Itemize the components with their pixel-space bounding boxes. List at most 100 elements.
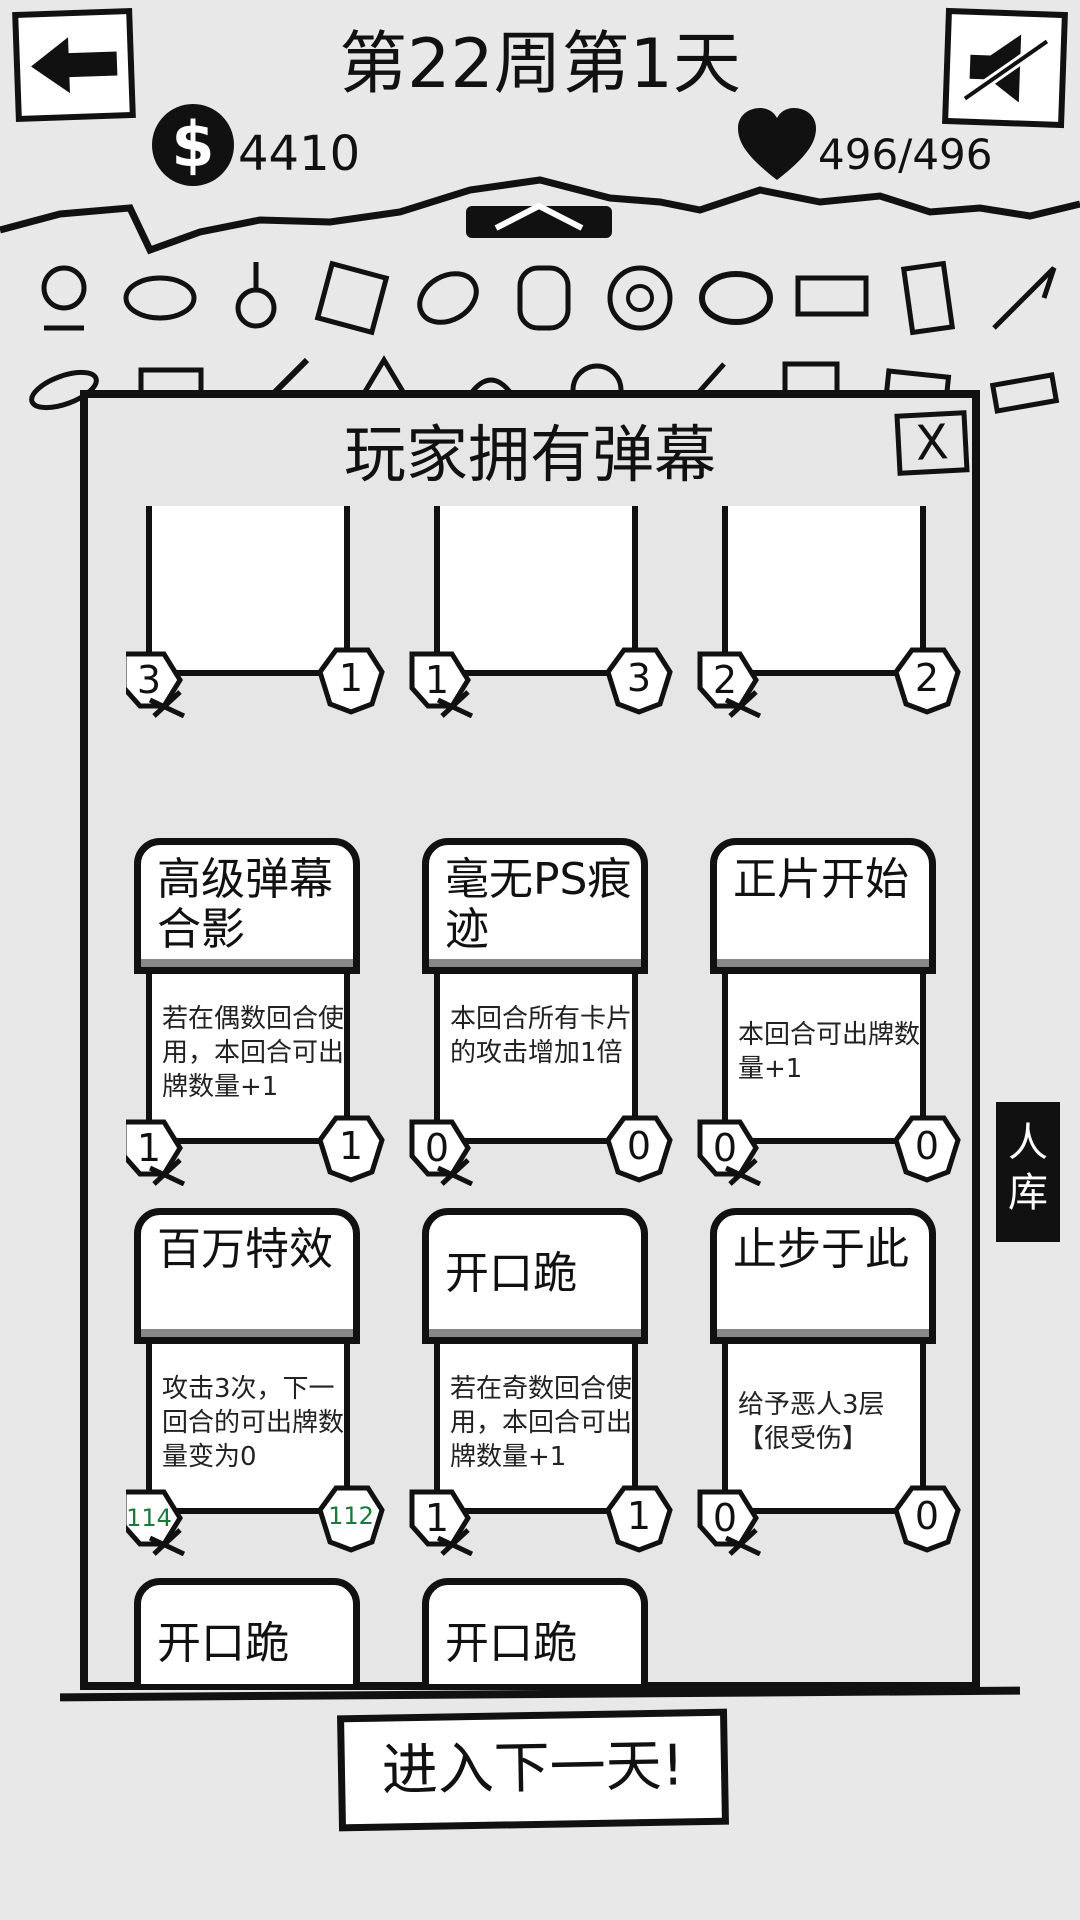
card-name: 开口跪 (157, 1618, 289, 1669)
doodle-row-top (24, 258, 1064, 348)
side-tab-line1: 人 (1008, 1120, 1048, 1166)
doodle-icon (41, 265, 87, 331)
attack-badge: 3 (604, 646, 674, 715)
danmaku-card[interactable]: 开口跪 (126, 1578, 366, 1684)
attack-value: 1 (338, 1124, 364, 1168)
card-name: 开口跪 (445, 1248, 577, 1299)
crossed-swords-icon (697, 1119, 762, 1187)
cost-value: 114 (126, 1504, 172, 1532)
attack-value: 2 (914, 656, 940, 700)
cost-badge: 0 (696, 1116, 766, 1187)
shield-icon (317, 647, 385, 715)
card-body (434, 506, 638, 676)
card-grid[interactable]: 自动变绿31自动变粉13自动变紫22若在偶数回合使用，本回合可出牌数量+1高级弹… (126, 506, 986, 1684)
cost-value: 1 (136, 1126, 162, 1170)
attack-badge: 1 (316, 1114, 386, 1183)
danmaku-card[interactable]: 自动变紫22 (697, 506, 961, 732)
card-header: 开口跪 (422, 1208, 648, 1344)
modal-title: 玩家拥有弹幕 (343, 418, 716, 491)
card-header: 高级弹幕合影 (134, 838, 360, 974)
card-header: 百万特效 (134, 1208, 360, 1344)
attack-value: 3 (626, 656, 652, 700)
card-name: 百万特效 (157, 1224, 333, 1275)
cost-value: 1 (424, 1496, 450, 1540)
card-name: 止步于此 (733, 1224, 909, 1275)
card-body: 给予恶人3层【很受伤】 (722, 1344, 926, 1514)
mute-button[interactable] (942, 7, 1068, 129)
card-name: 高级弹幕合影 (157, 854, 333, 955)
danmaku-card[interactable]: 自动变粉13 (409, 506, 673, 732)
card-header: 正片开始 (710, 838, 936, 974)
danmaku-card[interactable]: 开口跪 (414, 1578, 654, 1684)
doodle-icon (699, 271, 773, 325)
attack-value: 0 (626, 1124, 652, 1168)
card-body: 本回合可出牌数量+1 (722, 974, 926, 1144)
next-day-button[interactable]: 进入下一天! (337, 1708, 729, 1832)
hp-value: 496/496 (818, 130, 993, 179)
attack-badge: 1 (604, 1484, 674, 1553)
crossed-swords-icon (409, 1489, 474, 1557)
attack-badge: 0 (892, 1484, 962, 1553)
cost-badge: 1 (408, 648, 478, 719)
side-tab-line2: 库 (1008, 1170, 1048, 1216)
crossed-swords-icon (697, 1489, 762, 1557)
danmaku-card[interactable]: 自动变绿31 (126, 506, 385, 732)
attack-value: 1 (626, 1494, 652, 1538)
cost-value: 3 (136, 658, 162, 702)
dollar-coin-icon: $ (152, 104, 234, 186)
shield-icon (893, 1115, 961, 1183)
attack-value: 112 (328, 1502, 374, 1530)
danmaku-card[interactable]: 若在奇数回合使用，本回合可出牌数量+1 开口跪 1 1 (409, 1208, 673, 1570)
danmaku-card[interactable]: 本回合所有卡片的攻击增加1倍 毫无PS痕迹 0 0 (409, 838, 673, 1200)
left-arrow-icon (31, 37, 118, 94)
attack-value: 1 (338, 656, 364, 700)
card-header: 开口跪 (134, 1578, 360, 1684)
danmaku-card[interactable]: 若在偶数回合使用，本回合可出牌数量+1 高级弹幕合影 1 1 (126, 838, 385, 1200)
doodle-icon (992, 266, 1057, 330)
danmaku-card[interactable]: 给予恶人3层【很受伤】 止步于此 0 0 (697, 1208, 961, 1570)
card-body: 若在奇数回合使用，本回合可出牌数量+1 (434, 1344, 638, 1514)
cost-value: 0 (424, 1126, 450, 1170)
card-body (722, 506, 926, 676)
cost-badge: 0 (696, 1486, 766, 1557)
cost-value: 0 (712, 1496, 738, 1540)
heart-icon (738, 108, 816, 180)
attack-badge: 0 (604, 1114, 674, 1183)
cost-value: 0 (712, 1126, 738, 1170)
crossed-swords-icon (126, 1489, 186, 1557)
doodle-icon (235, 262, 277, 329)
card-name: 毫无PS痕迹 (445, 854, 632, 955)
card-description: 本回合可出牌数量+1 (738, 1020, 921, 1084)
card-body: 本回合所有卡片的攻击增加1倍 (434, 974, 638, 1144)
card-description: 攻击3次，下一回合的可出牌数量变为0 (162, 1374, 345, 1472)
card-description: 给予恶人3层【很受伤】 (738, 1390, 885, 1454)
danmaku-card[interactable]: 攻击3次，下一回合的可出牌数量变为0 百万特效 114 112 (126, 1208, 385, 1570)
shield-icon (893, 647, 961, 715)
card-name: 正片开始 (733, 854, 909, 905)
cost-value: 1 (424, 658, 450, 702)
card-body: 攻击3次，下一回合的可出牌数量变为0 (146, 1344, 350, 1514)
cost-badge: 2 (696, 648, 766, 719)
side-tab[interactable]: 人 库 (996, 1102, 1060, 1242)
close-button[interactable]: X (894, 410, 970, 476)
attack-value: 0 (914, 1494, 940, 1538)
doodle-icon (900, 260, 956, 336)
card-description: 若在偶数回合使用，本回合可出牌数量+1 (162, 1004, 345, 1102)
crossed-swords-icon (409, 1119, 474, 1187)
money-value: 4410 (238, 126, 361, 182)
shield-icon (317, 1115, 385, 1183)
torn-edge-divider (0, 176, 1080, 255)
cost-badge: 0 (408, 1116, 478, 1187)
shield-icon (605, 647, 673, 715)
chevron-up-icon[interactable] (466, 192, 612, 238)
shield-icon (317, 1485, 385, 1553)
mute-speaker-icon (962, 34, 1050, 103)
cost-badge: 3 (126, 648, 190, 719)
cost-badge: 1 (408, 1486, 478, 1557)
back-button[interactable] (12, 7, 136, 123)
crossed-swords-icon (126, 1119, 186, 1187)
doodle-icon (123, 275, 197, 321)
attack-badge: 112 (316, 1484, 386, 1553)
shield-icon (893, 1485, 961, 1553)
